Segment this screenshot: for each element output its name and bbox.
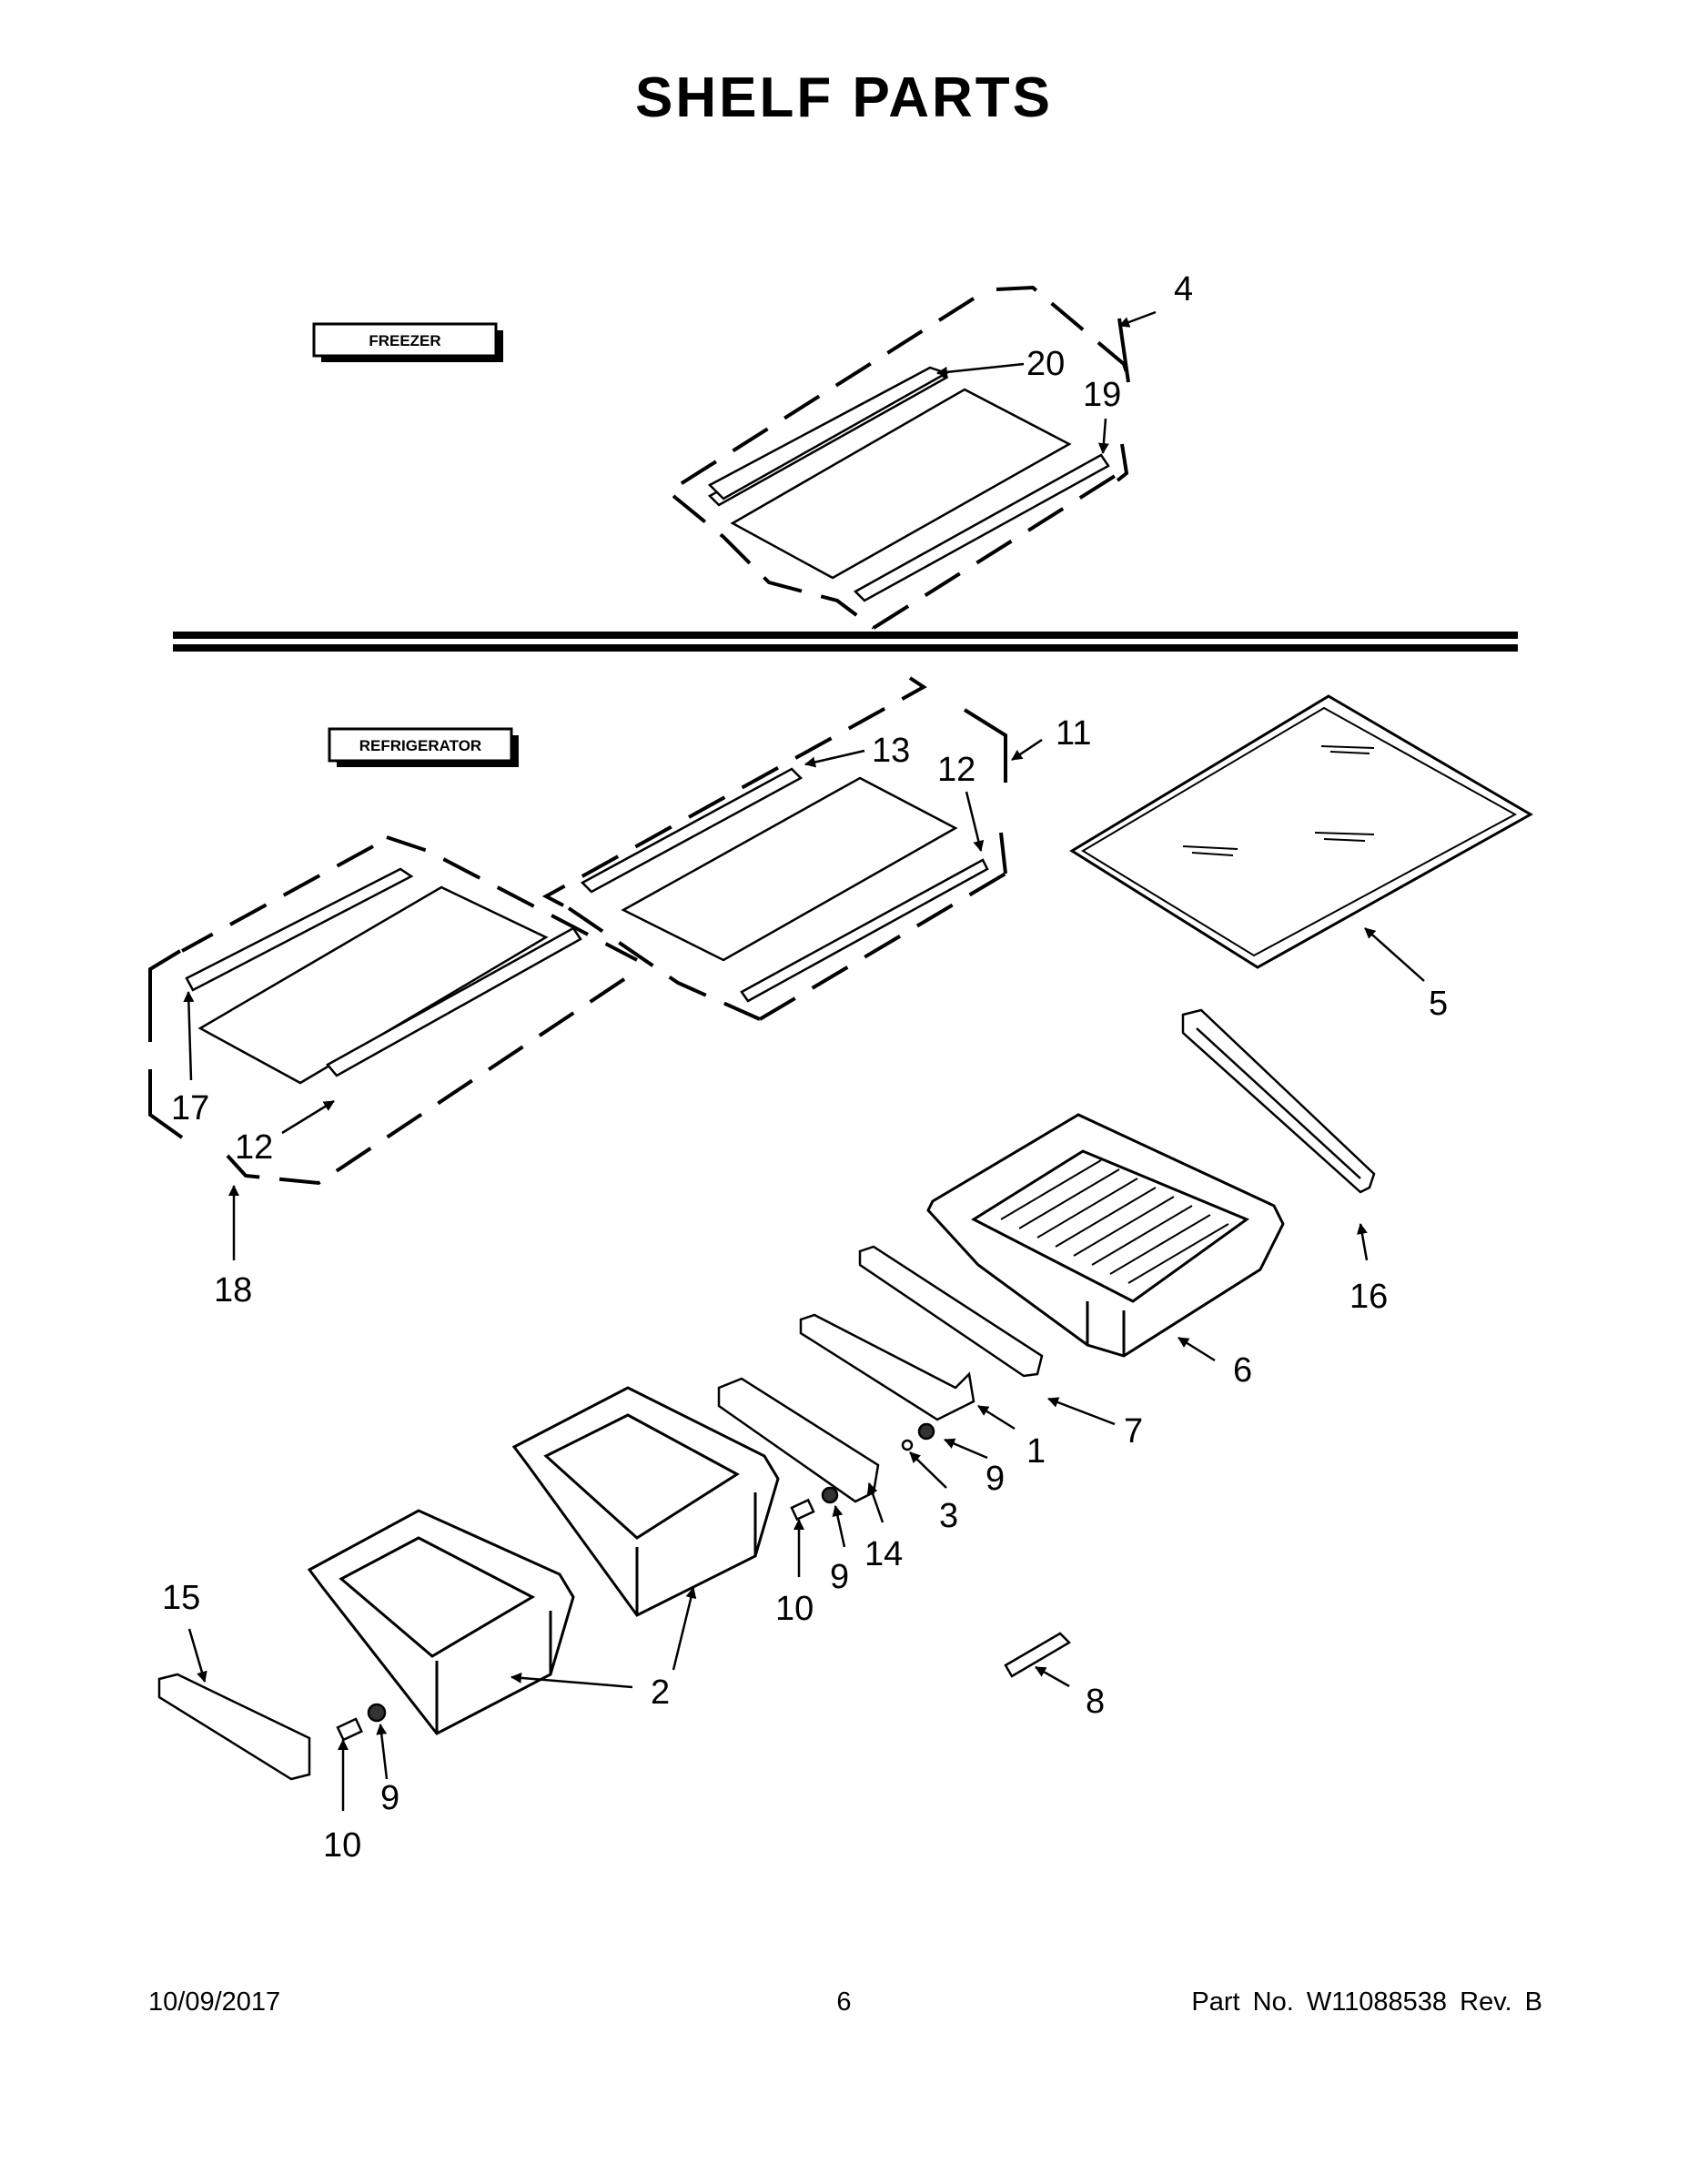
callout-10-lower: 10 xyxy=(323,1826,361,1865)
right-slide-rail xyxy=(1181,1008,1376,1194)
callout-12-lower: 12 xyxy=(235,1128,273,1167)
refrigerator-lower-shelf-bracket xyxy=(148,835,638,1186)
callout-9-middle: 9 xyxy=(830,1558,849,1596)
callout-3: 3 xyxy=(939,1497,958,1535)
drawer-slide-rail-left xyxy=(799,1313,975,1421)
print-date: 10/09/2017 xyxy=(148,1987,281,2017)
callout-10-upper: 10 xyxy=(775,1590,814,1628)
callout-6: 6 xyxy=(1233,1351,1252,1390)
refrigerator-lower-glass-shelf xyxy=(185,867,582,1085)
callout-5: 5 xyxy=(1429,985,1448,1023)
roller-and-stud-hardware xyxy=(336,1422,935,1742)
callout-9-upper: 9 xyxy=(986,1460,1005,1498)
callout-11: 11 xyxy=(1056,714,1091,753)
drawer-handle-insert xyxy=(1004,1632,1072,1678)
large-glass-shelf xyxy=(1069,694,1534,969)
callout-8: 8 xyxy=(1086,1683,1105,1721)
refrigerator-upper-shelf-bracket xyxy=(541,676,1007,1021)
callout-19: 19 xyxy=(1083,376,1121,414)
page-title: SHELF PARTS xyxy=(635,66,1053,129)
callout-7: 7 xyxy=(1124,1412,1143,1451)
freezer-label: FREEZER xyxy=(369,332,440,349)
page-number: 6 xyxy=(836,1987,852,2017)
callout-18: 18 xyxy=(214,1271,252,1309)
callout-4: 4 xyxy=(1174,270,1193,308)
freezer-section-tag: FREEZER xyxy=(312,322,503,362)
left-slide-rail xyxy=(157,1673,311,1781)
callout-12-upper: 12 xyxy=(937,751,975,789)
freezer-shelf-assembly xyxy=(667,285,1130,630)
large-crisper-drawer xyxy=(926,1113,1285,1358)
callout-leaders xyxy=(183,310,1425,1811)
callout-numbers: 4 20 19 13 11 12 5 17 12 18 16 6 7 1 9 3… xyxy=(162,270,1448,1865)
part-number: Part No. W11088538 Rev. B xyxy=(1191,1987,1542,2017)
crisper-drawer-upper xyxy=(511,1386,780,1617)
callout-13: 13 xyxy=(872,732,910,770)
section-divider xyxy=(173,632,1518,652)
callout-9-lower: 9 xyxy=(380,1779,399,1817)
callout-17: 17 xyxy=(171,1089,209,1127)
callout-2: 2 xyxy=(651,1673,670,1712)
center-slide-rail xyxy=(858,1245,1044,1378)
callout-15: 15 xyxy=(162,1579,200,1617)
crisper-drawer-lower xyxy=(307,1509,575,1735)
callout-20: 20 xyxy=(1026,345,1065,383)
refrigerator-label: REFRIGERATOR xyxy=(359,737,481,754)
refrigerator-upper-glass-shelf xyxy=(580,767,989,1003)
refrigerator-section-tag: REFRIGERATOR xyxy=(328,727,519,767)
callout-14: 14 xyxy=(864,1535,903,1573)
callout-1: 1 xyxy=(1026,1432,1046,1471)
callout-16: 16 xyxy=(1349,1278,1388,1316)
freezer-glass-shelf xyxy=(707,366,1110,602)
